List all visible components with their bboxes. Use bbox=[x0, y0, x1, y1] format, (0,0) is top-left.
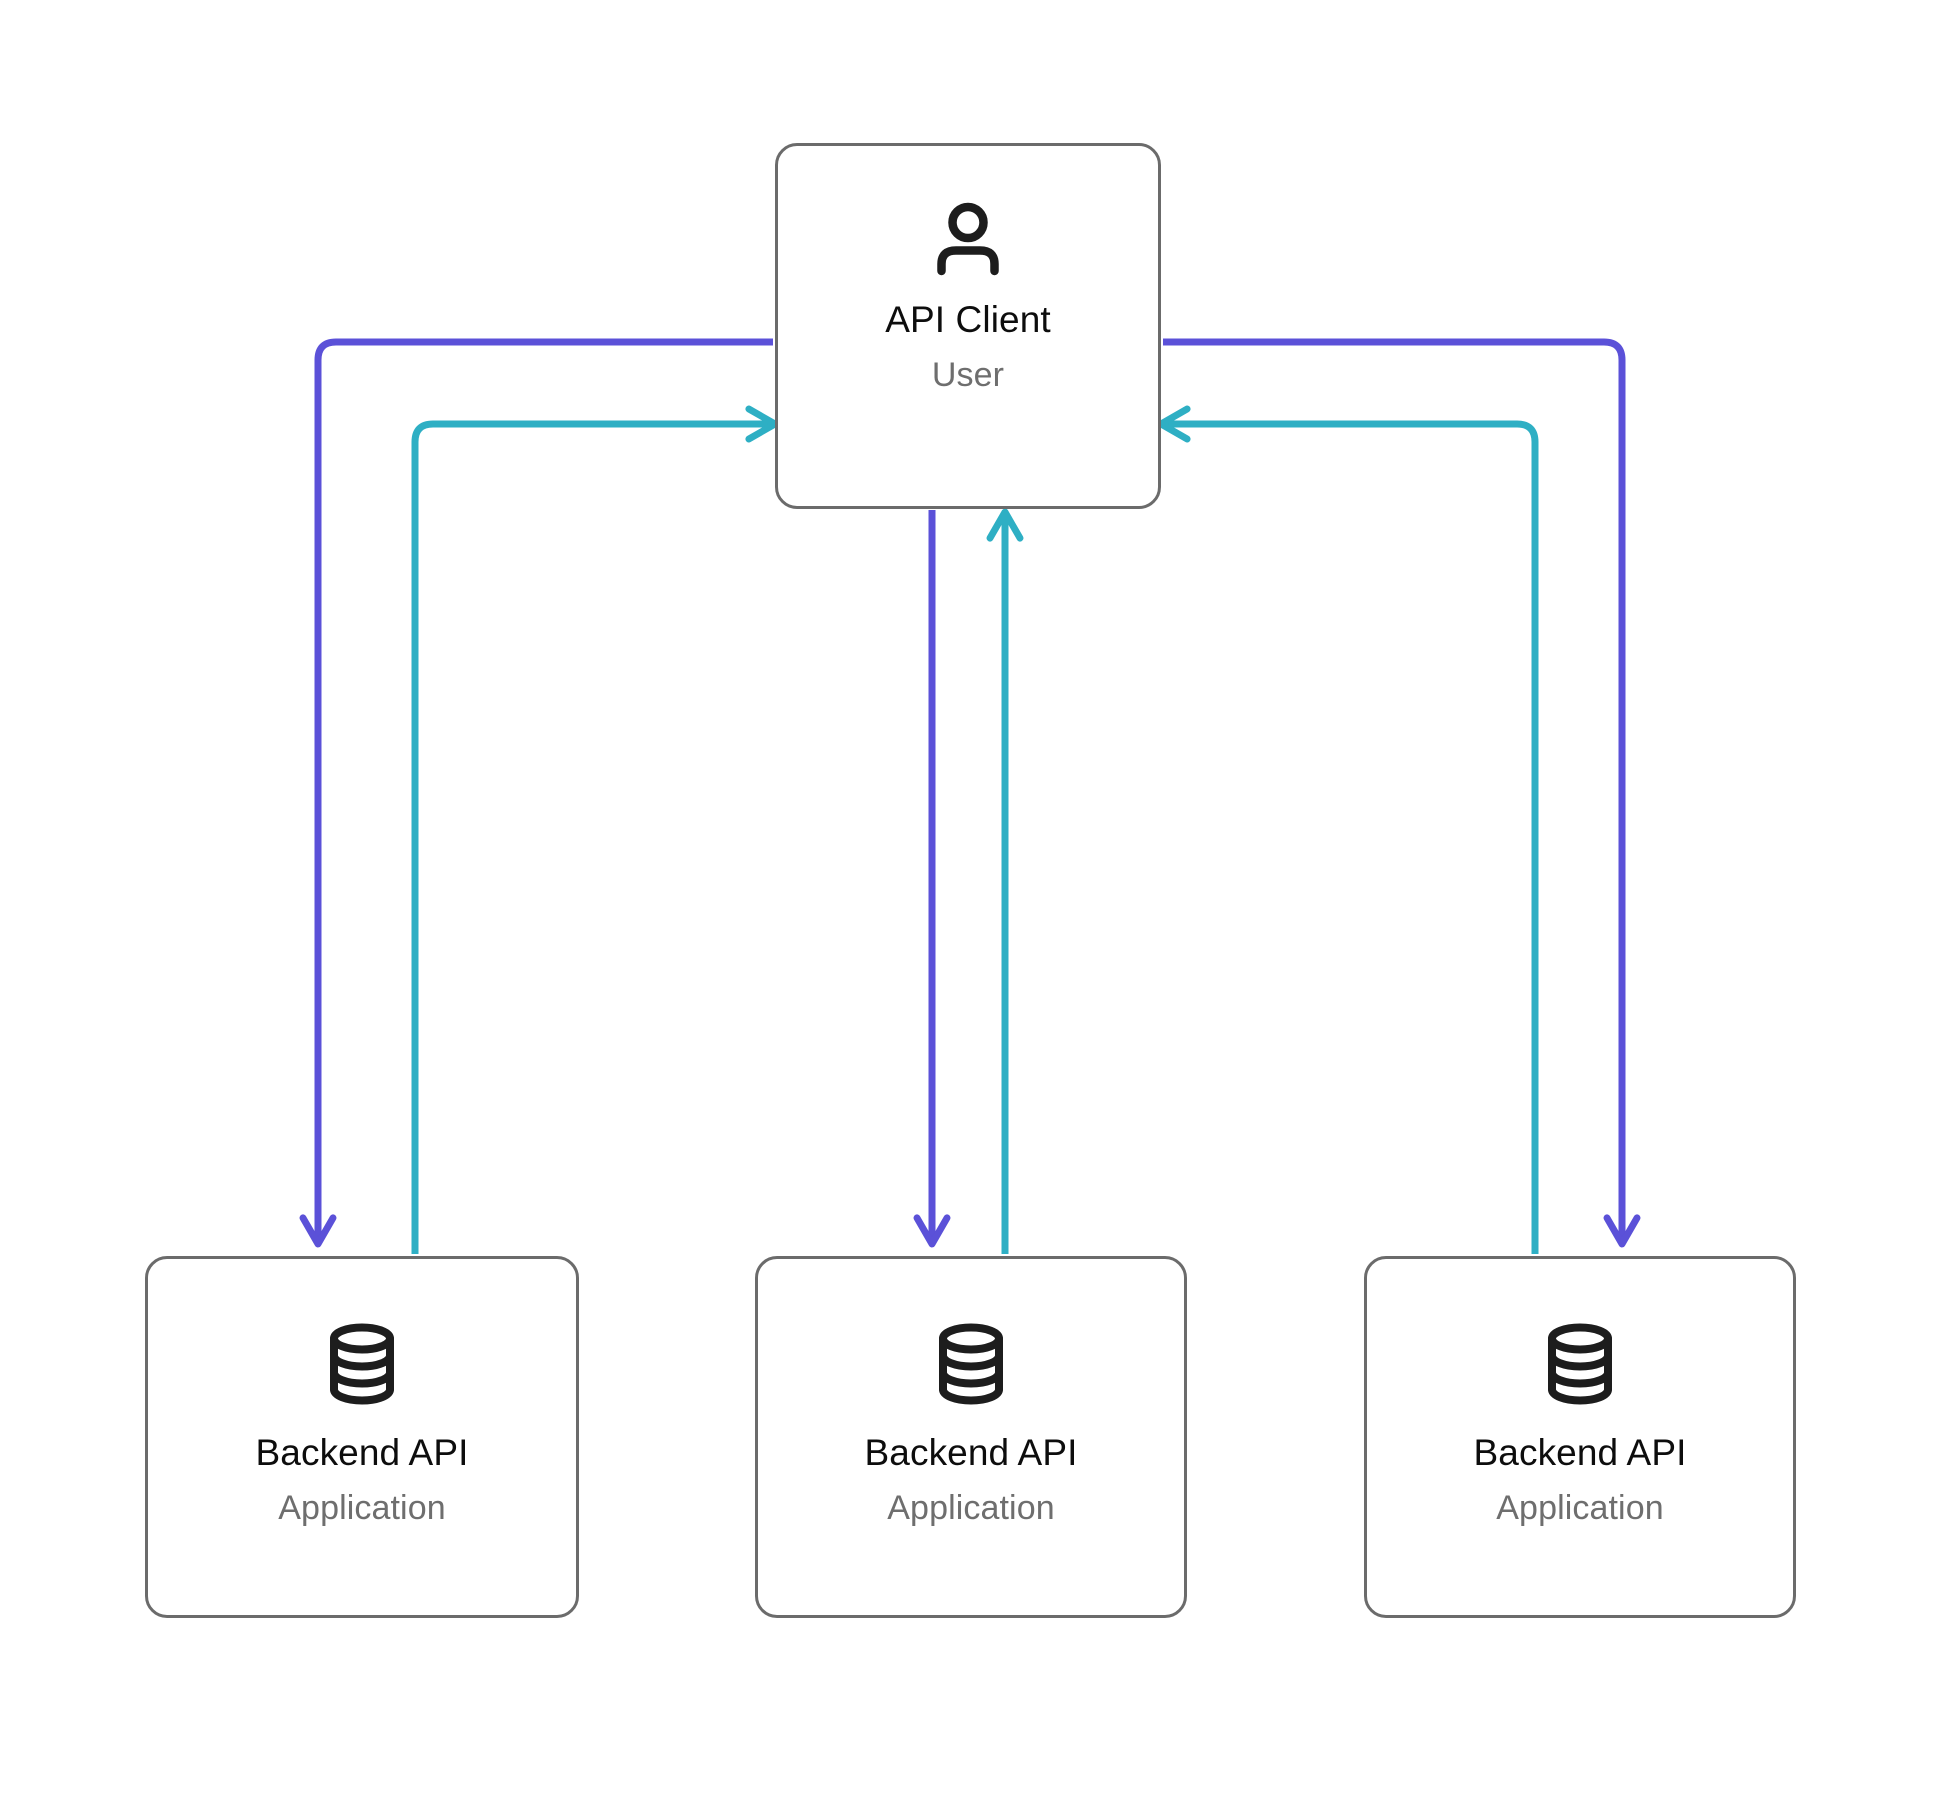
person-icon bbox=[933, 202, 1003, 281]
node-backend-api-right[interactable]: Backend API Application bbox=[1364, 1256, 1796, 1618]
node-subtitle: Application bbox=[1496, 1488, 1664, 1527]
edge-request-backend-left bbox=[299, 338, 773, 1248]
node-backend-api-left[interactable]: Backend API Application bbox=[145, 1256, 579, 1618]
node-title: Backend API bbox=[1473, 1432, 1687, 1473]
node-subtitle: User bbox=[931, 355, 1005, 394]
database-icon bbox=[933, 1323, 1009, 1410]
node-title: Backend API bbox=[864, 1432, 1078, 1473]
database-icon bbox=[1542, 1323, 1618, 1410]
edge-response-backend-left bbox=[411, 405, 779, 1254]
node-subtitle: Application bbox=[278, 1488, 446, 1527]
node-title: Backend API bbox=[255, 1432, 469, 1473]
edge-response-backend-right bbox=[1157, 405, 1539, 1254]
database-icon bbox=[324, 1323, 400, 1410]
node-subtitle: Application bbox=[887, 1488, 1055, 1527]
node-api-client[interactable]: API Client User bbox=[775, 143, 1161, 509]
node-backend-api-middle[interactable]: Backend API Application bbox=[755, 1256, 1187, 1618]
node-title: API Client bbox=[885, 299, 1051, 340]
edge-request-backend-right bbox=[1163, 338, 1641, 1248]
